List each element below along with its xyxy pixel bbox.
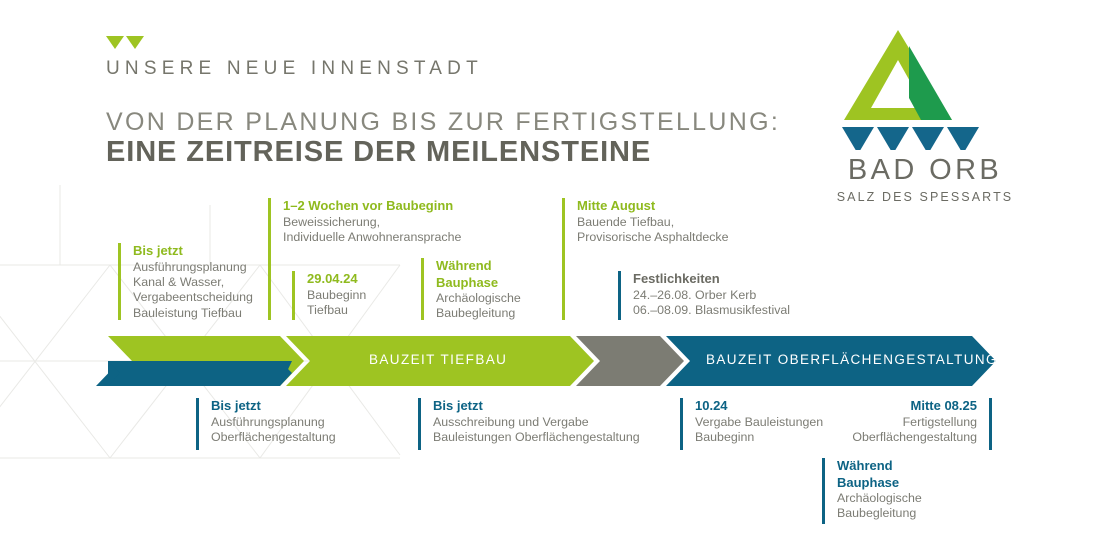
callout-line: Archäologische <box>436 291 521 305</box>
callout-accent-bar <box>989 398 992 450</box>
bad-orb-logo: BAD ORB SALZ DES SPESSARTS <box>820 24 1030 204</box>
callout-line: Bauende Tiefbau, <box>577 214 675 229</box>
logo-slogan: SALZ DES SPESSARTS <box>836 190 1014 204</box>
callout-10-24: 10.24 Vergabe Bauleistungen Baubeginn <box>680 398 824 450</box>
callout-title: Bis jetzt <box>211 398 261 413</box>
callout-title: Bis jetzt <box>133 243 183 258</box>
callout-line: Bauleistung Tiefbau <box>133 305 242 320</box>
band-label-oberflaeche: BAUZEIT OBERFLÄCHENGESTALTUNG <box>706 352 998 367</box>
callout-line: Kanal & Wasser, <box>133 274 225 289</box>
callout-accent-bar <box>822 458 825 524</box>
callout-line: Vergabeentscheidung <box>133 290 253 305</box>
band-segment-4 <box>666 336 996 386</box>
callout-accent-bar <box>421 258 424 320</box>
callout-mitte-08-25: Mitte 08.25 Fertigstellung Oberflächenge… <box>800 398 992 450</box>
callout-title: 29.04.24 <box>307 271 358 286</box>
callout-line: Tiefbau <box>307 302 348 317</box>
callout-title-line2: Bauphase <box>436 274 499 290</box>
callout-accent-bar <box>618 271 621 320</box>
logo-wordmark: BAD ORB <box>847 154 1003 186</box>
callout-title: Während <box>436 258 492 273</box>
callout-line: Provisorische Asphaltdecke <box>577 229 729 244</box>
band-label-tiefbau: BAUZEIT TIEFBAU <box>369 352 508 367</box>
brand-lockup: UNSERE NEUE INNENSTADT <box>106 36 526 80</box>
double-triangle-icon <box>106 36 144 49</box>
band-segment-3 <box>576 336 684 386</box>
logo-mark-icon <box>842 30 979 183</box>
page-subtitle: VON DER PLANUNG BIS ZUR FERTIGSTELLUNG: <box>106 108 781 136</box>
callout-accent-bar <box>268 198 271 320</box>
callout-line: 06.–08.09. Blasmusikfestival <box>633 302 791 317</box>
callout-line: Baubeginn <box>307 287 367 302</box>
callout-title: 10.24 <box>695 398 728 413</box>
callout-line: Vergabe Bauleistungen <box>695 414 824 429</box>
callout-line: Fertigstellung <box>902 414 977 429</box>
band-segment-2 <box>286 336 594 386</box>
callout-festlichkeiten: Festlichkeiten 24.–26.08. Orber Kerb 06.… <box>618 271 791 320</box>
callout-accent-bar <box>292 271 295 320</box>
band-segment-1 <box>96 336 304 386</box>
callout-accent-bar <box>562 198 565 320</box>
page-title: EINE ZEITREISE DER MEILENSTEINE <box>106 136 652 168</box>
callout-title: Mitte August <box>577 198 656 213</box>
callout-line: Baubegleitung <box>837 506 917 521</box>
callout-line: Ausschreibung und Vergabe <box>433 414 589 429</box>
callout-29-04-24: 29.04.24 Baubeginn Tiefbau <box>292 271 367 320</box>
callout-title: Festlichkeiten <box>633 271 720 286</box>
callout-line: Archäologische <box>837 491 922 505</box>
callout-accent-bar <box>196 398 199 450</box>
callout-line: Oberflächengestaltung <box>211 429 336 444</box>
callout-1-2-wochen: 1–2 Wochen vor Baubeginn Beweissicherung… <box>268 198 462 320</box>
callout-bis-jetzt-ausfuehrung: Bis jetzt Ausführungsplanung Oberflächen… <box>196 398 336 450</box>
callout-line: Baubegleitung <box>436 306 516 321</box>
callout-accent-bar <box>418 398 421 450</box>
callout-mitte-august: Mitte August Bauende Tiefbau, Provisoris… <box>562 198 729 320</box>
callout-line: Ausführungsplanung <box>211 414 325 429</box>
callout-line: Baubeginn <box>695 429 755 444</box>
callout-line: Ausführungsplanung <box>133 259 247 274</box>
callout-title: Mitte 08.25 <box>910 398 977 413</box>
callout-line: Bauleistungen Oberflächengestaltung <box>433 429 640 444</box>
callout-accent-bar <box>680 398 683 450</box>
callout-line: Oberflächengestaltung <box>852 429 977 444</box>
callout-title: Bis jetzt <box>433 398 483 413</box>
callout-title-line2: Bauphase <box>837 474 900 490</box>
callout-title: 1–2 Wochen vor Baubeginn <box>283 198 454 213</box>
callout-accent-bar <box>118 243 121 320</box>
callout-bis-jetzt-tiefbau: Bis jetzt Ausführungsplanung Kanal & Was… <box>118 243 253 321</box>
callout-bis-jetzt-ausschreibung: Bis jetzt Ausschreibung und Vergabe Baul… <box>418 398 640 450</box>
callout-line: 24.–26.08. Orber Kerb <box>633 287 757 302</box>
callout-title: Während <box>837 458 893 473</box>
callout-line: Beweissicherung, <box>283 214 381 229</box>
callout-waehrend-bauphase-bottom: Während Bauphase Archäologische Baubegle… <box>822 458 922 524</box>
callout-waehrend-bauphase-top: Während Bauphase Archäologische Baubegle… <box>421 258 521 322</box>
brand-tagline: UNSERE NEUE INNENSTADT <box>106 58 483 79</box>
callout-line: Individuelle Anwohneransprache <box>283 229 462 244</box>
timeline-arrow-band <box>96 336 996 386</box>
